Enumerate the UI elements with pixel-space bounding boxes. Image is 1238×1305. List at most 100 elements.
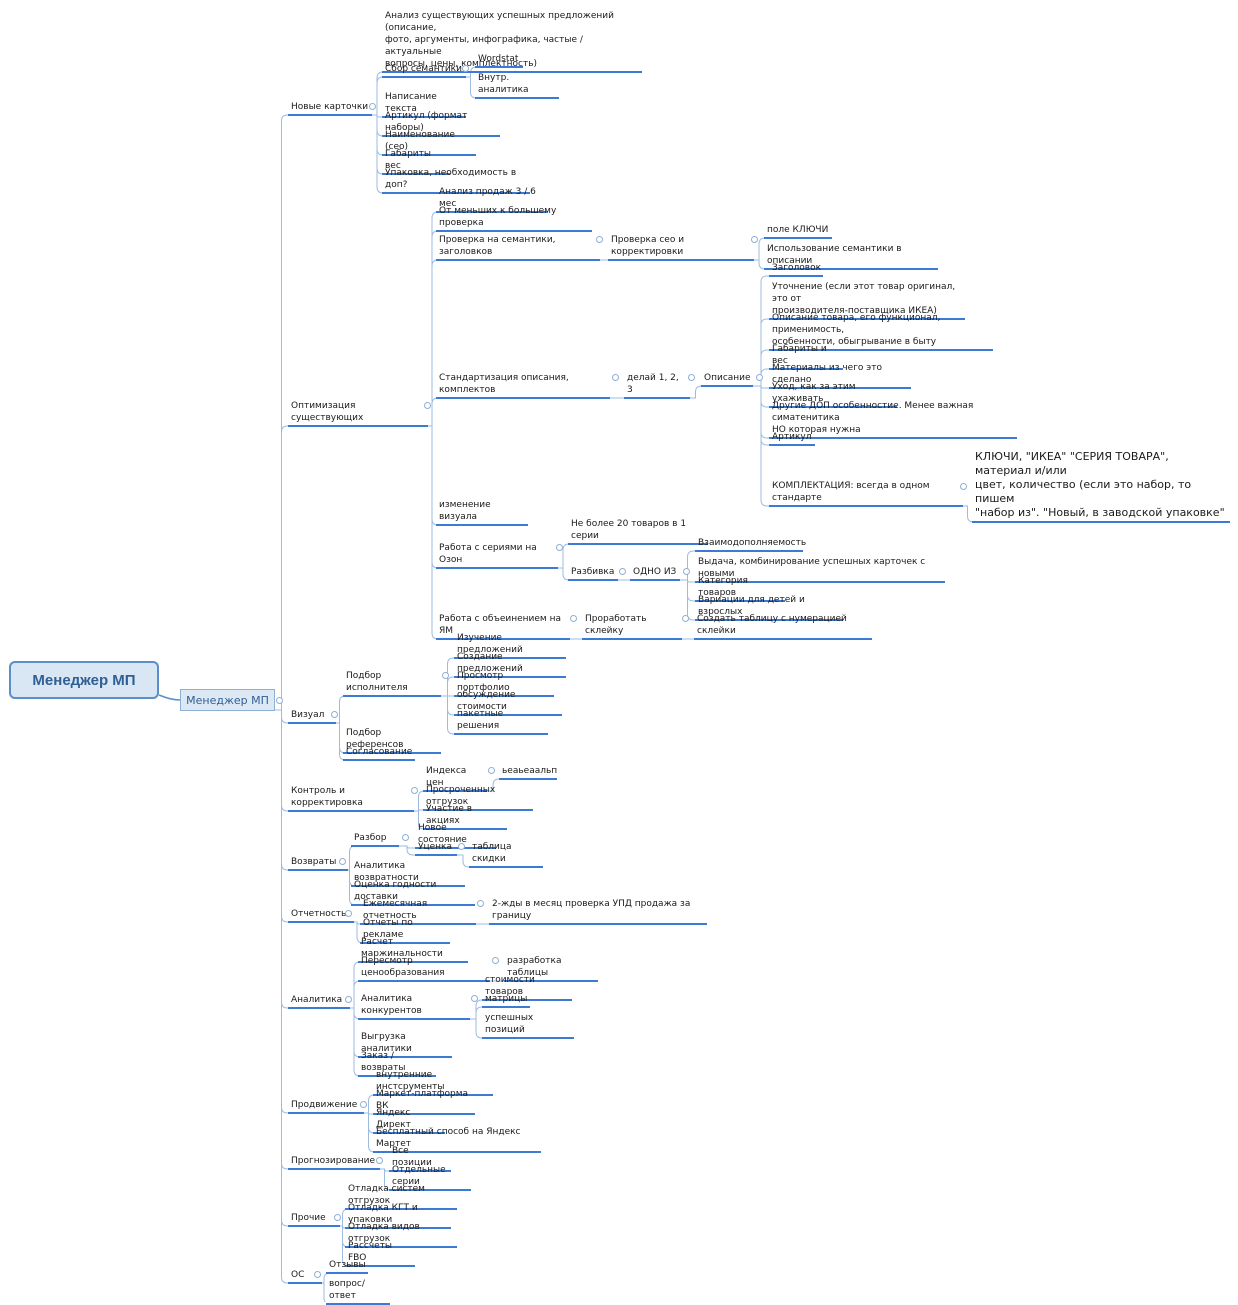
branch-os[interactable]: ОС bbox=[288, 1269, 322, 1284]
node-analitika-konkurentov[interactable]: Аналитика конкурентов bbox=[358, 993, 470, 1020]
node-ne-bolee-20[interactable]: Не более 20 товаров в 1 серии bbox=[568, 518, 708, 545]
node-rabota-ya[interactable]: Работа с объеинением на ЯМ bbox=[436, 613, 570, 640]
node-artikul[interactable]: Артикул bbox=[769, 431, 815, 446]
node-variacii[interactable]: Вариации для детей и взрослых bbox=[695, 594, 843, 621]
node-razbivka[interactable]: Разбивка bbox=[568, 566, 618, 581]
branch-prognozirovanie[interactable]: Прогнозирование bbox=[288, 1155, 380, 1170]
node-gabarity-i-ves[interactable]: Габариты и вес bbox=[769, 343, 843, 370]
node-sozdat-tablicu[interactable]: Создать таблицу с нумерацией склейки bbox=[694, 613, 872, 640]
root-node[interactable]: Менеджер МП bbox=[9, 661, 159, 699]
collapse-knob[interactable] bbox=[570, 615, 577, 622]
node-vydacha[interactable]: Выдача, комбинирование успешных карточек… bbox=[695, 556, 945, 583]
node-ieaieaaalp[interactable]: ьеаьеаальп bbox=[499, 765, 557, 780]
node-yandeks-direkt[interactable]: Яндекс Директ bbox=[373, 1107, 445, 1134]
node-analiz-prodazh[interactable]: Анализ продаж 3 / 6 мес bbox=[436, 186, 548, 213]
node-paketnye[interactable]: пакетные решения bbox=[454, 708, 548, 735]
branch-otchetnost[interactable]: Отчетность bbox=[288, 908, 354, 923]
collapse-knob[interactable] bbox=[471, 995, 478, 1002]
node-novoe-sostoyanie[interactable]: Новое состояние bbox=[415, 822, 495, 849]
node-standartizaciya[interactable]: Стандартизация описания, комплектов bbox=[436, 372, 610, 399]
collapse-knob[interactable] bbox=[314, 1271, 321, 1278]
node-drugie-dop[interactable]: Другие ДОП особенностие. Менее важная си… bbox=[769, 400, 1017, 439]
collapse-knob[interactable] bbox=[477, 900, 484, 907]
branch-analitika[interactable]: Аналитика bbox=[288, 994, 350, 1009]
node-materialy[interactable]: Материалы из чего это сделано bbox=[769, 362, 911, 389]
node-podbor-ispolnitelya[interactable]: Подбор исполнителя bbox=[343, 670, 441, 697]
collapse-knob[interactable] bbox=[334, 1214, 341, 1221]
node-sbor-semantiki[interactable]: Сбор семантики bbox=[382, 63, 466, 78]
node-rabota-seriyami[interactable]: Работа с сериями на Озон bbox=[436, 542, 558, 569]
node-tablica-skidki[interactable]: таблица скидки bbox=[469, 841, 543, 868]
node-izmenenie-vizuala[interactable]: изменение визуала bbox=[436, 499, 528, 526]
collapse-knob[interactable] bbox=[360, 1101, 367, 1108]
collapse-knob[interactable] bbox=[683, 568, 690, 575]
collapse-knob[interactable] bbox=[369, 103, 376, 110]
node-opisanie[interactable]: Описание bbox=[701, 372, 753, 387]
node-analitika-vozvratnosti[interactable]: Аналитика возвратности bbox=[351, 860, 465, 887]
collapse-knob[interactable] bbox=[345, 910, 352, 917]
branch-vozvraty[interactable]: Возвраты bbox=[288, 856, 348, 871]
collapse-knob[interactable] bbox=[751, 236, 758, 243]
collapse-knob[interactable] bbox=[960, 483, 967, 490]
collapse-knob[interactable] bbox=[682, 615, 689, 622]
collapse-knob[interactable] bbox=[756, 374, 763, 381]
node-delay-123[interactable]: делай 1, 2, 3 bbox=[624, 372, 690, 399]
node-otzyvy[interactable]: Отзывы bbox=[326, 1259, 368, 1274]
node-zagolovok[interactable]: Заголовок bbox=[769, 262, 823, 277]
node-utochnenie[interactable]: Уточнение (если этот товар оригинал, это… bbox=[769, 281, 965, 320]
node-vopros-otvet[interactable]: вопрос/ответ bbox=[326, 1278, 390, 1305]
node-podbor-referensov[interactable]: Подбор референсов bbox=[343, 727, 441, 754]
collapse-knob[interactable] bbox=[376, 1157, 383, 1164]
node-kategoriya[interactable]: Категория товаров bbox=[695, 575, 785, 602]
node-ispolzovanie-semantiki[interactable]: Использование семантики в описании bbox=[764, 243, 938, 270]
node-indeksa-cen[interactable]: Индекса цен bbox=[423, 765, 487, 792]
node-proverka-seo[interactable]: Проверка сео и корректировки bbox=[608, 234, 754, 261]
collapse-knob[interactable] bbox=[424, 402, 431, 409]
node-otchety-reklame[interactable]: Отчеты по рекламе bbox=[360, 917, 450, 944]
node-opisanie-tovara[interactable]: Описание товара, его функционал, примени… bbox=[769, 312, 993, 351]
collapse-knob[interactable] bbox=[596, 236, 603, 243]
collapse-knob[interactable] bbox=[402, 834, 409, 841]
node-odno-iz[interactable]: ОДНО ИЗ bbox=[630, 566, 680, 581]
collapse-knob[interactable] bbox=[442, 672, 449, 679]
node-otdelnye-serii[interactable]: Отдельные серии bbox=[389, 1164, 471, 1191]
node-vse-pozicii[interactable]: Все позиции bbox=[389, 1145, 451, 1172]
node-komplektaciya[interactable]: КОМПЛЕКТАЦИЯ: всегда в одном стандарте bbox=[769, 480, 963, 507]
collapse-knob[interactable] bbox=[276, 697, 283, 704]
node-pole-klyuchi[interactable]: поле КЛЮЧИ bbox=[764, 224, 832, 239]
branch-optimizaciya[interactable]: Оптимизация существующих bbox=[288, 400, 428, 427]
collapse-knob[interactable] bbox=[458, 843, 465, 850]
node-peresmotr[interactable]: Пересмотр ценообразования bbox=[358, 955, 490, 982]
collapse-knob[interactable] bbox=[619, 568, 626, 575]
node-soglasovanie[interactable]: Согласование bbox=[343, 746, 415, 761]
node-market-vk[interactable]: Маркет-платформа ВК bbox=[373, 1088, 475, 1115]
collapse-knob[interactable] bbox=[345, 996, 352, 1003]
node-vzaimodopolnyaemost[interactable]: Взаимодополняемость bbox=[695, 537, 806, 552]
collapse-knob[interactable] bbox=[492, 957, 499, 964]
node-uspeshnyh-poziciy[interactable]: успешных позиций bbox=[482, 1012, 574, 1039]
node-naimenovanie[interactable]: Наименование (сео) bbox=[382, 129, 476, 156]
collapse-knob[interactable] bbox=[688, 374, 695, 381]
node-ucenka[interactable]: Уценка bbox=[415, 841, 457, 856]
node-raschety-fbo[interactable]: Рассчеты FBO bbox=[345, 1240, 415, 1267]
node-vnutrennie[interactable]: внутренние инстсрументы bbox=[373, 1069, 493, 1096]
collapse-knob[interactable] bbox=[488, 767, 495, 774]
node-wordstat[interactable]: Wordstat bbox=[475, 53, 523, 68]
node-klyuchi-ikea[interactable]: КЛЮЧИ, "ИКЕА" "СЕРИЯ ТОВАРА", материал и… bbox=[972, 450, 1230, 523]
node-gabarity-ves[interactable]: Габариты вес bbox=[382, 148, 450, 175]
branch-kontrol[interactable]: Контроль и корректировка bbox=[288, 785, 414, 812]
node-ezhemesyachnaya[interactable]: Ежемесячная отчетность bbox=[360, 898, 476, 925]
node-otladka-vidov[interactable]: Отладка видов отгрузок bbox=[345, 1221, 457, 1248]
node-prosmotr[interactable]: Просмотр портфолио bbox=[454, 670, 554, 697]
node-ocenka-godnosti[interactable]: Оценка годности доставки bbox=[351, 879, 475, 906]
node-vnutr-analitika[interactable]: Внутр. аналитика bbox=[475, 72, 559, 99]
node-prorabotat-skleyku[interactable]: Проработать склейку bbox=[582, 613, 682, 640]
node-otladka-sistem[interactable]: Отладка систем отгрузок bbox=[345, 1183, 457, 1210]
node-raschet-marzh[interactable]: Расчет маржинальности bbox=[358, 936, 468, 963]
branch-prochie[interactable]: Прочие bbox=[288, 1212, 340, 1227]
node-uchastie[interactable]: Участие в акциях bbox=[423, 803, 507, 830]
collapse-knob[interactable] bbox=[339, 858, 346, 865]
node-napisanie-teksta[interactable]: Написание текста bbox=[382, 91, 466, 118]
node-ot-menshih[interactable]: От меньших к большему проверка bbox=[436, 205, 592, 232]
node-zakaz-vozvraty[interactable]: Заказ / возвраты bbox=[358, 1050, 436, 1077]
